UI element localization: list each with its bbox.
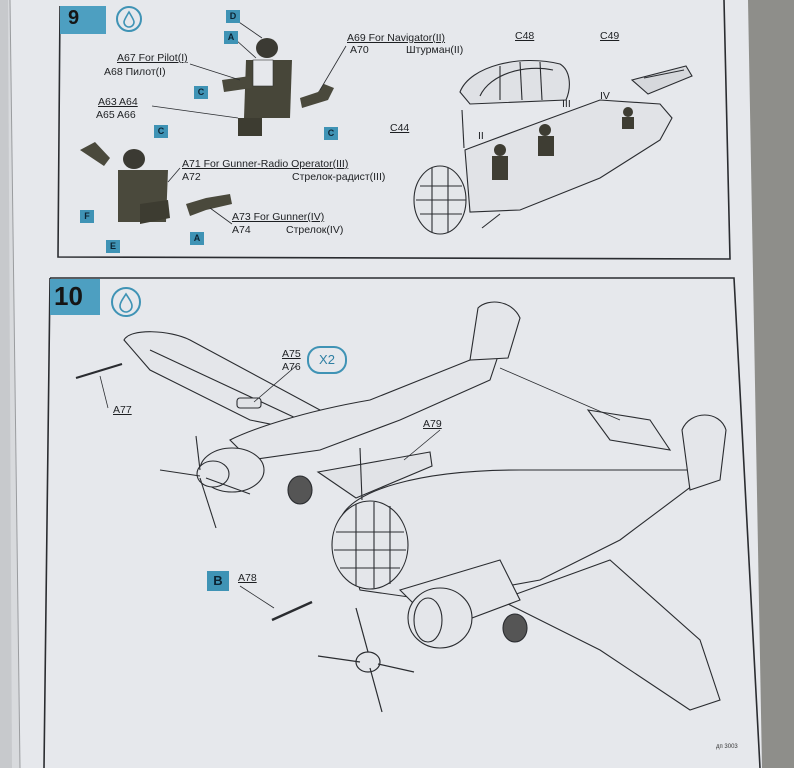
gunner-arm-right bbox=[186, 194, 232, 216]
step-10-leaders bbox=[99, 365, 621, 609]
pilot-figure bbox=[222, 38, 292, 136]
label-navigator-ru: Штурман(II) bbox=[406, 44, 464, 56]
tag-c-gunner: C bbox=[154, 125, 168, 138]
label-gunner-radio-code: A72 bbox=[182, 171, 201, 183]
step-9-number: 9 bbox=[68, 7, 80, 29]
lower-aircraft bbox=[331, 409, 727, 711]
gunner-arm-left bbox=[80, 142, 110, 166]
label-gunner-en: A73 For Gunner(IV) bbox=[232, 211, 325, 223]
label-a78: A78 bbox=[238, 572, 257, 584]
part-a78-gun bbox=[271, 600, 313, 622]
tag-f: F bbox=[80, 210, 94, 223]
step-10-frame bbox=[43, 277, 761, 768]
label-navigator-code: A70 bbox=[350, 44, 369, 56]
fuselage-nose-diagram bbox=[413, 60, 693, 235]
gunner-radio-figure bbox=[118, 149, 170, 224]
tag-a-pilot: A bbox=[224, 31, 238, 44]
step-10-number: 10 bbox=[54, 281, 83, 311]
label-a77: A77 bbox=[113, 404, 132, 416]
tag-b: B bbox=[207, 571, 229, 591]
tag-c-pilot: C bbox=[194, 86, 208, 99]
lower-propeller bbox=[317, 607, 415, 713]
label-gunner-ru: Стрелок(IV) bbox=[286, 224, 344, 236]
label-pilot-en: A67 For Pilot(I) bbox=[117, 52, 188, 64]
upper-aircraft bbox=[123, 301, 521, 529]
part-a77-gun bbox=[75, 362, 123, 380]
label-c44: C44 bbox=[390, 122, 410, 134]
label-a75: A75 bbox=[282, 348, 301, 360]
label-roman-2: II bbox=[478, 130, 484, 142]
quantity-x2-badge: X2 bbox=[307, 346, 347, 374]
label-c48: C48 bbox=[515, 30, 535, 42]
label-seats-1: A63 A64 bbox=[98, 96, 138, 108]
footer-code: дп 3003 bbox=[716, 744, 738, 750]
label-a76: A76 bbox=[282, 361, 301, 373]
pilot-arm bbox=[300, 84, 334, 108]
label-pilot-ru: A68 Пилот(I) bbox=[104, 66, 166, 78]
label-gunner-radio-ru: Стрелок-радист(III) bbox=[292, 171, 386, 183]
tag-e: E bbox=[106, 240, 120, 253]
label-navigator-en: A69 For Navigator(II) bbox=[347, 32, 446, 44]
tag-c-arm: C bbox=[324, 127, 338, 140]
label-gunner-code: A74 bbox=[232, 224, 251, 236]
part-a75-antenna bbox=[236, 397, 262, 409]
tag-a-gunner: A bbox=[190, 232, 204, 245]
tag-d: D bbox=[226, 10, 240, 23]
label-roman-3: III bbox=[562, 98, 571, 110]
label-roman-4: IV bbox=[600, 90, 610, 102]
step-9-frame bbox=[57, 0, 731, 260]
part-a79-panel bbox=[316, 447, 433, 501]
crew-in-fuselage bbox=[492, 107, 634, 180]
label-gunner-radio-en: A71 For Gunner-Radio Operator(III) bbox=[182, 158, 349, 170]
label-c49: C49 bbox=[600, 30, 620, 42]
label-seats-2: A65 A66 bbox=[96, 109, 136, 121]
label-a79: A79 bbox=[423, 418, 442, 430]
